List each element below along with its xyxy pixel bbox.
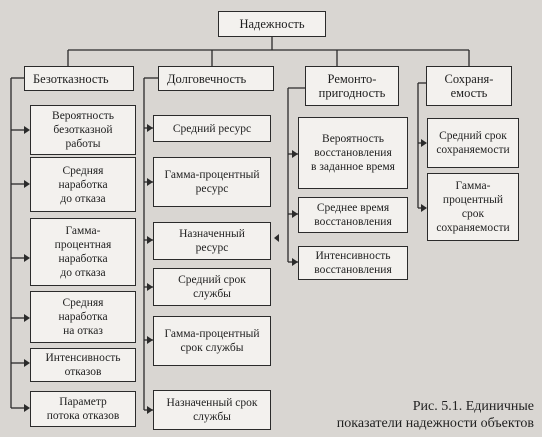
figure-caption: Рис. 5.1. Единичные показатели надежност… — [336, 399, 534, 431]
item-gamma-percent-time-to-failure: Гамма- процентная наработка до отказа — [30, 218, 136, 286]
item-mean-service-life: Средний срок службы — [153, 268, 271, 306]
category-storability: Сохраня- емость — [426, 66, 512, 106]
category-reliability: Безотказность — [24, 66, 134, 91]
item-recovery-rate: Интенсивность восстановления — [298, 246, 408, 280]
item-mean-storage-life: Средний срок сохраняемости — [427, 118, 519, 168]
item-failure-free-probability: Вероятность безотказной работы — [30, 105, 136, 155]
item-gamma-percent-storage-life: Гамма- процентный срок сохраняемости — [427, 173, 519, 241]
item-mean-time-to-failure: Средняя наработка до отказа — [30, 157, 136, 212]
item-failure-rate: Интенсивность отказов — [30, 348, 136, 382]
item-recovery-probability: Вероятность восстановления в заданное вр… — [298, 117, 408, 189]
item-mean-recovery-time: Среднее время восстановления — [298, 197, 408, 233]
category-maintainability: Ремонто- пригодность — [305, 66, 399, 106]
item-mean-time-between-failures: Средняя наработка на отказ — [30, 291, 136, 343]
item-assigned-resource: Назначенный ресурс — [153, 222, 271, 260]
root-node: Надежность — [218, 11, 326, 37]
item-mean-resource: Средний ресурс — [153, 115, 271, 142]
item-assigned-service-life: Назначенный срок службы — [153, 390, 271, 430]
item-failure-flow-parameter: Параметр потока отказов — [30, 391, 136, 427]
item-gamma-percent-resource: Гамма-процентный ресурс — [153, 157, 271, 207]
item-gamma-percent-service-life: Гамма-процентный срок службы — [153, 316, 271, 366]
category-durability: Долговечность — [158, 66, 274, 91]
